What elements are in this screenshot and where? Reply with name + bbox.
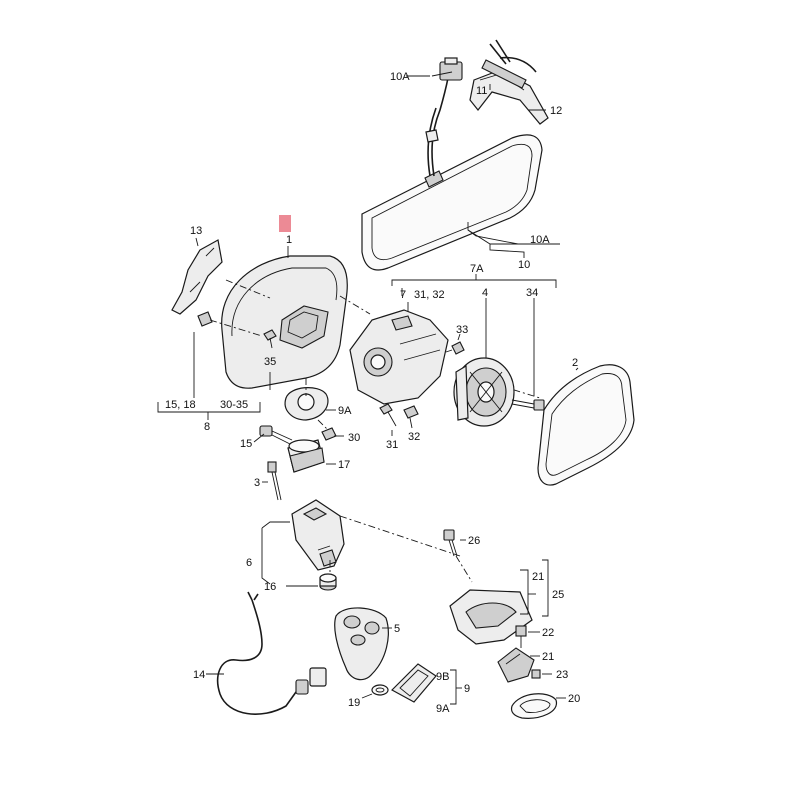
label-21-lower: 21 <box>542 651 554 663</box>
screw-22[interactable] <box>515 625 527 648</box>
label-9a-lower: 9A <box>436 703 450 715</box>
label-25: 25 <box>552 589 564 601</box>
base-cover-5[interactable] <box>334 607 389 681</box>
mirror-housing-cap[interactable] <box>221 255 348 389</box>
label-9b: 9B <box>436 671 449 683</box>
housing-bracket-13[interactable] <box>171 239 223 315</box>
wiring-harness-14[interactable] <box>216 591 327 715</box>
gasket-9b[interactable] <box>391 663 437 703</box>
label-35: 35 <box>264 356 276 368</box>
label-2: 2 <box>572 357 578 369</box>
label-10a-bottom: 10A <box>530 234 550 246</box>
screw-35[interactable] <box>263 329 277 349</box>
gasket-9a-upper[interactable] <box>284 387 329 421</box>
label-10: 10 <box>518 259 530 271</box>
clip-18[interactable] <box>197 311 213 327</box>
mounting-bracket-21[interactable] <box>497 647 535 683</box>
label-32: 32 <box>408 431 420 443</box>
label-21-top: 21 <box>532 571 544 583</box>
rain-sensor-connector[interactable] <box>481 39 537 89</box>
label-20: 20 <box>568 693 580 705</box>
screw-33[interactable] <box>445 341 465 355</box>
label-9a-upper: 9A <box>338 405 352 417</box>
screw-15[interactable] <box>259 425 293 445</box>
label-31-32: 31, 32 <box>414 289 445 301</box>
screw-3[interactable] <box>267 461 282 501</box>
label-1: 1 <box>286 234 292 246</box>
wire-clip <box>425 129 439 143</box>
label-7a: 7A <box>470 263 484 275</box>
highlight-marker-1 <box>279 215 291 232</box>
label-33: 33 <box>456 324 468 336</box>
screw-31[interactable] <box>379 403 397 427</box>
housing-cutout <box>279 305 329 349</box>
mirror-pivot-17[interactable] <box>287 439 325 473</box>
glass-carrier-plate-4[interactable] <box>453 357 515 427</box>
label-26: 26 <box>468 535 480 547</box>
label-31: 31 <box>386 439 398 451</box>
label-15: 15 <box>240 438 252 450</box>
adjustment-motor-7[interactable] <box>349 309 449 405</box>
label-19: 19 <box>348 697 360 709</box>
label-34: 34 <box>526 287 538 299</box>
label-14: 14 <box>193 669 205 681</box>
screw-34[interactable] <box>511 399 545 411</box>
rearview-mirror-cable <box>431 77 449 177</box>
label-5: 5 <box>394 623 400 635</box>
connector-10a[interactable] <box>439 61 463 81</box>
screw-32[interactable] <box>403 405 419 429</box>
rearview-mirror[interactable] <box>361 134 543 271</box>
label-7: 7 <box>400 289 406 301</box>
label-30: 30 <box>348 432 360 444</box>
label-12: 12 <box>550 105 562 117</box>
label-13: 13 <box>190 225 202 237</box>
label-22: 22 <box>542 627 554 639</box>
screw-30[interactable] <box>321 427 344 441</box>
rearview-mirror-group: 10A 11 12 10A 10 <box>361 39 562 271</box>
label-23: 23 <box>556 669 568 681</box>
screw-26[interactable] <box>443 529 458 557</box>
label-3: 3 <box>254 477 260 489</box>
label-8: 8 <box>204 421 210 433</box>
mirror-glass-2[interactable] <box>537 364 635 486</box>
grommet-16[interactable] <box>319 573 337 591</box>
label-16: 16 <box>264 581 276 593</box>
label-10a-top: 10A <box>390 71 410 83</box>
screw-23[interactable] <box>531 669 541 679</box>
label-9: 9 <box>464 683 470 695</box>
label-4: 4 <box>482 287 488 299</box>
mirror-base-25[interactable] <box>449 589 533 645</box>
gasket-20[interactable] <box>510 693 558 719</box>
label-15-18: 15, 18 <box>165 399 196 411</box>
seal-19[interactable] <box>371 684 389 696</box>
label-30-35: 30-35 <box>220 399 248 411</box>
label-11: 11 <box>476 85 487 97</box>
label-6: 6 <box>246 557 252 569</box>
label-17: 17 <box>338 459 350 471</box>
mirror-base-6[interactable] <box>291 499 345 571</box>
